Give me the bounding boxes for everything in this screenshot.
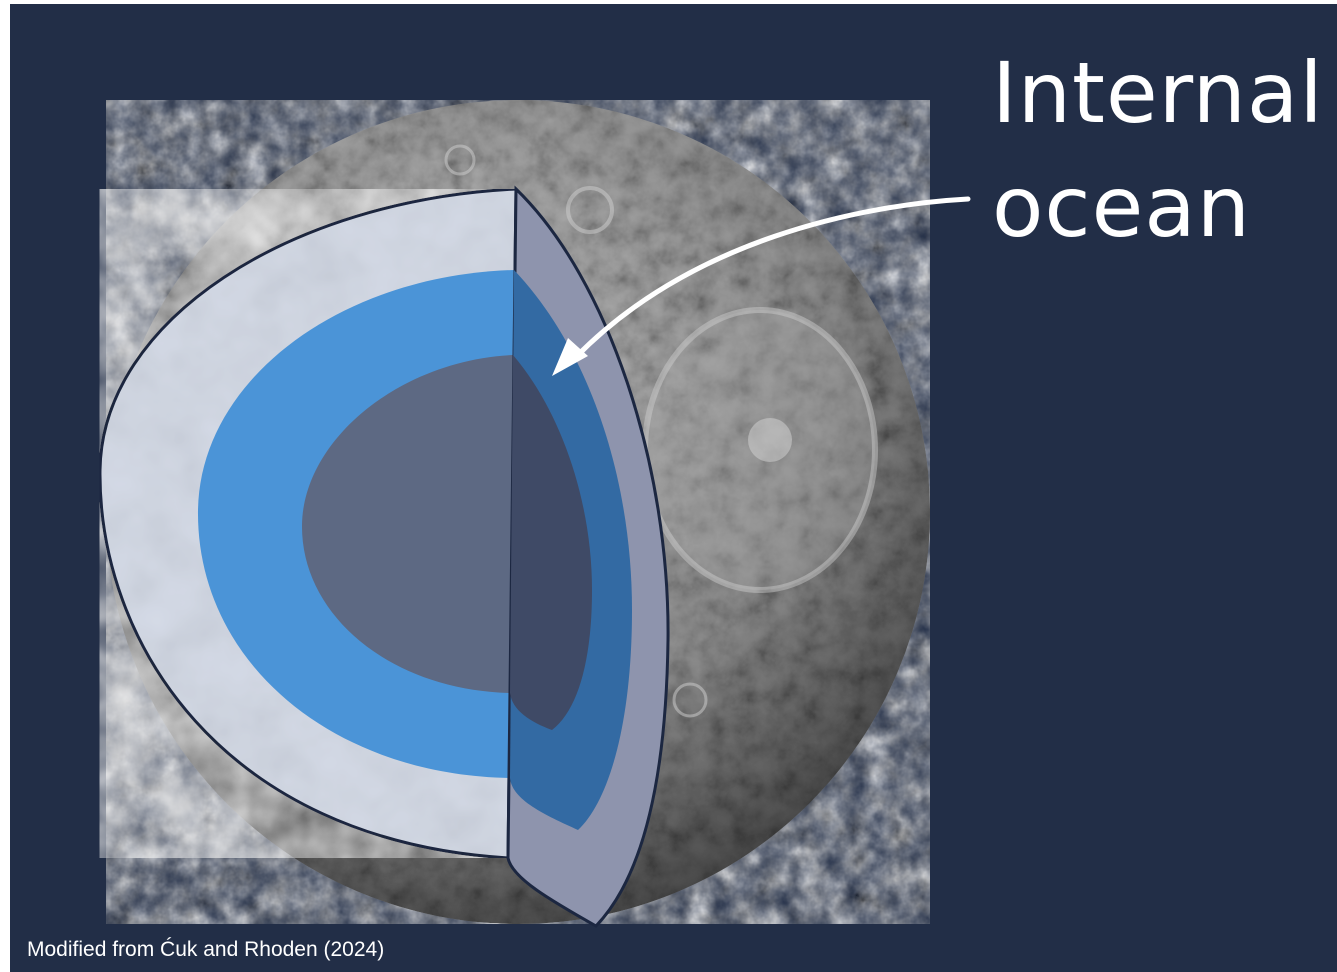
label-line-2: ocean <box>992 158 1251 256</box>
core-section <box>301 355 513 693</box>
label-line-1: Internal <box>992 44 1324 142</box>
source-credit: Modified from Ćuk and Rhoden (2024) <box>27 938 385 961</box>
ocean-pointer-arrow <box>552 196 971 376</box>
cut-face <box>506 185 670 928</box>
internal-ocean-label: Internal ocean <box>992 36 1324 264</box>
